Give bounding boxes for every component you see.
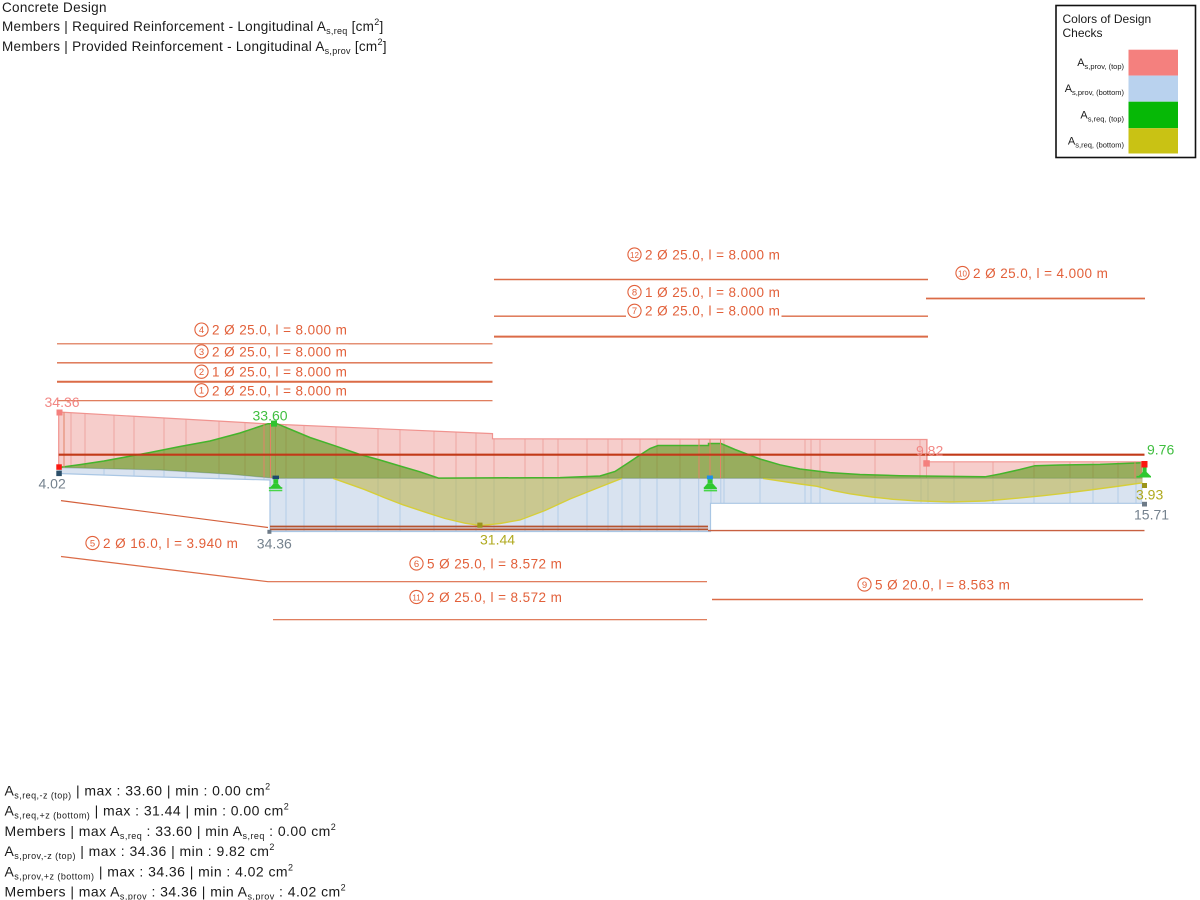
svg-text:Checks: Checks (1063, 26, 1103, 40)
svg-text:Members | max As,req : 33.60 |: Members | max As,req : 33.60 | min As,re… (5, 822, 337, 841)
svg-text:Members | Provided Reinforceme: Members | Provided Reinforcement - Longi… (2, 37, 387, 56)
svg-text:2 Ø 25.0, l = 8.000 m: 2 Ø 25.0, l = 8.000 m (212, 383, 347, 398)
svg-text:7: 7 (632, 306, 637, 317)
svg-text:1 Ø 25.0, l = 8.000 m: 1 Ø 25.0, l = 8.000 m (645, 285, 780, 300)
svg-text:2 Ø 25.0, l = 8.000 m: 2 Ø 25.0, l = 8.000 m (645, 304, 780, 319)
svg-text:9.82: 9.82 (916, 442, 943, 458)
svg-text:34.36: 34.36 (257, 535, 292, 551)
svg-text:6: 6 (414, 559, 419, 570)
svg-text:10: 10 (958, 269, 967, 278)
svg-text:12: 12 (630, 251, 639, 260)
svg-text:As,req,-z (top) | max : 33.60: As,req,-z (top) | max : 33.60 | min : 0.… (5, 782, 271, 801)
svg-text:4.02: 4.02 (39, 476, 66, 492)
svg-text:2: 2 (199, 367, 204, 378)
svg-text:Members | Required Reinforceme: Members | Required Reinforcement - Longi… (2, 17, 384, 36)
svg-text:31.44: 31.44 (480, 532, 515, 548)
svg-text:5 Ø 20.0, l = 8.563 m: 5 Ø 20.0, l = 8.563 m (875, 577, 1010, 592)
svg-text:5 Ø 25.0, l = 8.572 m: 5 Ø 25.0, l = 8.572 m (427, 556, 562, 571)
svg-text:9: 9 (862, 580, 867, 591)
svg-text:Members | max As,prov : 34.36: Members | max As,prov : 34.36 | min As,p… (5, 883, 347, 900)
svg-text:2 Ø 25.0, l = 8.572 m: 2 Ø 25.0, l = 8.572 m (427, 590, 562, 605)
svg-text:2 Ø 25.0, l = 8.000 m: 2 Ø 25.0, l = 8.000 m (212, 323, 347, 338)
svg-text:15.71: 15.71 (1134, 507, 1169, 523)
svg-text:2 Ø 25.0, l = 8.000 m: 2 Ø 25.0, l = 8.000 m (645, 247, 780, 262)
svg-text:3.93: 3.93 (1136, 487, 1163, 503)
svg-text:2 Ø 25.0, l = 8.000 m: 2 Ø 25.0, l = 8.000 m (212, 344, 347, 359)
svg-text:Concrete Design: Concrete Design (2, 0, 107, 15)
svg-text:11: 11 (412, 593, 421, 602)
svg-text:5: 5 (90, 538, 95, 549)
svg-text:1 Ø 25.0, l = 8.000 m: 1 Ø 25.0, l = 8.000 m (212, 365, 347, 380)
svg-text:34.36: 34.36 (45, 394, 80, 410)
svg-text:2 Ø 25.0, l = 4.000 m: 2 Ø 25.0, l = 4.000 m (973, 266, 1108, 281)
svg-text:9.76: 9.76 (1147, 442, 1174, 458)
svg-text:8: 8 (632, 287, 637, 298)
svg-text:Colors of Design: Colors of Design (1063, 12, 1152, 26)
svg-text:33.60: 33.60 (253, 407, 288, 423)
svg-text:3: 3 (199, 347, 204, 358)
svg-text:1: 1 (199, 386, 204, 397)
svg-text:4: 4 (199, 325, 204, 336)
svg-text:2 Ø 16.0, l = 3.940 m: 2 Ø 16.0, l = 3.940 m (103, 536, 238, 551)
